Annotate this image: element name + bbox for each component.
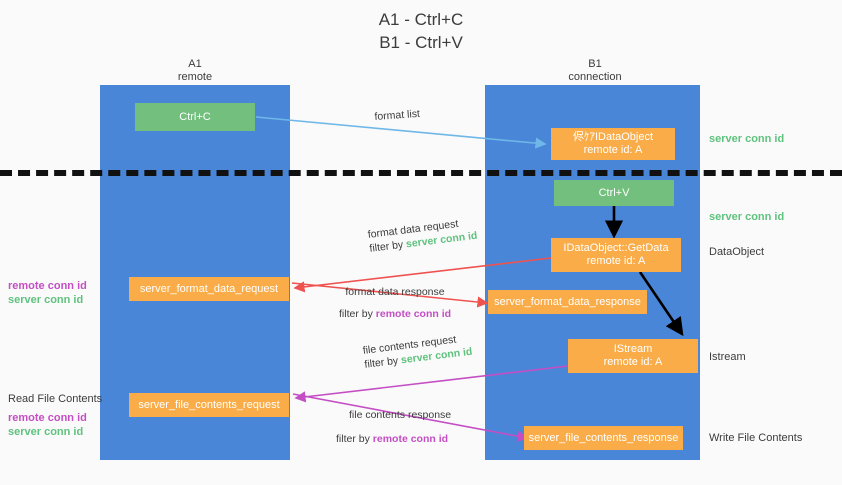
edge-label-format-list-text: format list [374, 107, 421, 123]
box-server-file-contents-request-label: server_file_contents_request [138, 398, 280, 411]
box-ctrl-v-label: Ctrl+V [598, 186, 630, 199]
right-label-istream: Istream [709, 351, 746, 363]
box-getdata[interactable]: IDataObject::GetData remote id: A [551, 238, 681, 272]
edge-label-file-contents-response: file contents response filter by remote … [336, 408, 452, 446]
box-server-file-contents-response[interactable]: server_file_contents_response [524, 426, 683, 450]
box-idataobject-line2: remote id: A [583, 144, 643, 156]
left-label-server-conn-id-1: server conn id [8, 294, 84, 306]
box-server-file-contents-response-label: server_file_contents_response [528, 431, 679, 444]
box-ctrl-c[interactable]: Ctrl+C [135, 103, 255, 131]
title-line-1: A1 - Ctrl+C [378, 10, 464, 29]
box-server-file-contents-request[interactable]: server_file_contents_request [129, 393, 289, 417]
box-server-format-data-response[interactable]: server_format_data_response [488, 290, 647, 314]
box-istream-line1: IStream [613, 343, 653, 355]
edge-label-format-data-response: format data response filter by remote co… [339, 285, 451, 321]
lane-b1-name: B1 [588, 58, 602, 70]
filter-prefix-4: filter by [336, 433, 370, 445]
box-server-format-data-response-label: server_format_data_response [494, 295, 641, 308]
edge-label-format-data-request: format data request filter by server con… [367, 215, 478, 256]
box-istream-line2: remote id: A [603, 356, 663, 368]
left-label-read-file-contents: Read File Contents [8, 393, 103, 405]
edge-label-file-contents-request: file contents request filter by server c… [362, 331, 473, 372]
lane-header-a1: A1 remote [120, 58, 270, 84]
right-label-server-conn-id-1: server conn id [709, 133, 785, 145]
box-getdata-line2: remote id: A [586, 255, 646, 267]
edge-label-format-data-response-filter: filter by remote conn id [339, 307, 451, 321]
lane-b1-sub: connection [568, 71, 622, 83]
filter-value-2: remote conn id [375, 308, 452, 320]
filter-prefix-1: filter by [368, 238, 404, 255]
phase-divider [0, 170, 842, 176]
edge-label-format-data-response-text: format data response [345, 286, 445, 298]
left-label-group-1: remote conn id server conn id [8, 279, 87, 307]
box-server-format-data-request[interactable]: server_format_data_request [129, 277, 289, 301]
filter-value-4: remote conn id [372, 433, 449, 445]
filter-prefix-3: filter by [363, 354, 399, 371]
box-idataobject-line1: 侭ｹｱIDataObject [572, 131, 654, 143]
right-label-dataobject: DataObject [709, 246, 765, 258]
box-server-format-data-request-label: server_format_data_request [139, 282, 279, 295]
lane-a1-sub: remote [177, 71, 213, 83]
box-getdata-line1: IDataObject::GetData [563, 242, 669, 254]
left-label-remote-conn-id-2: remote conn id [8, 412, 87, 424]
lane-a1-name: A1 [188, 58, 202, 70]
diagram-title: A1 - Ctrl+C B1 - Ctrl+V [0, 8, 842, 54]
left-label-remote-conn-id-1: remote conn id [8, 280, 87, 292]
right-label-server-conn-id-2: server conn id [709, 211, 785, 223]
edge-label-format-list: format list [374, 107, 420, 124]
right-label-write-file-contents: Write File Contents [709, 432, 803, 444]
box-idataobject[interactable]: 侭ｹｱIDataObject remote id: A [551, 128, 675, 160]
left-label-server-conn-id-2: server conn id [8, 426, 84, 438]
box-ctrl-c-label: Ctrl+C [179, 110, 211, 123]
title-line-2: B1 - Ctrl+V [379, 33, 463, 52]
filter-prefix-2: filter by [339, 308, 373, 320]
box-ctrl-v[interactable]: Ctrl+V [554, 180, 674, 206]
box-istream[interactable]: IStream remote id: A [568, 339, 698, 373]
left-label-group-2: remote conn id server conn id [8, 411, 87, 439]
lane-header-b1: B1 connection [520, 58, 670, 84]
edge-label-file-contents-response-filter: filter by remote conn id [336, 432, 451, 446]
edge-label-file-contents-response-text: file contents response [349, 409, 452, 421]
